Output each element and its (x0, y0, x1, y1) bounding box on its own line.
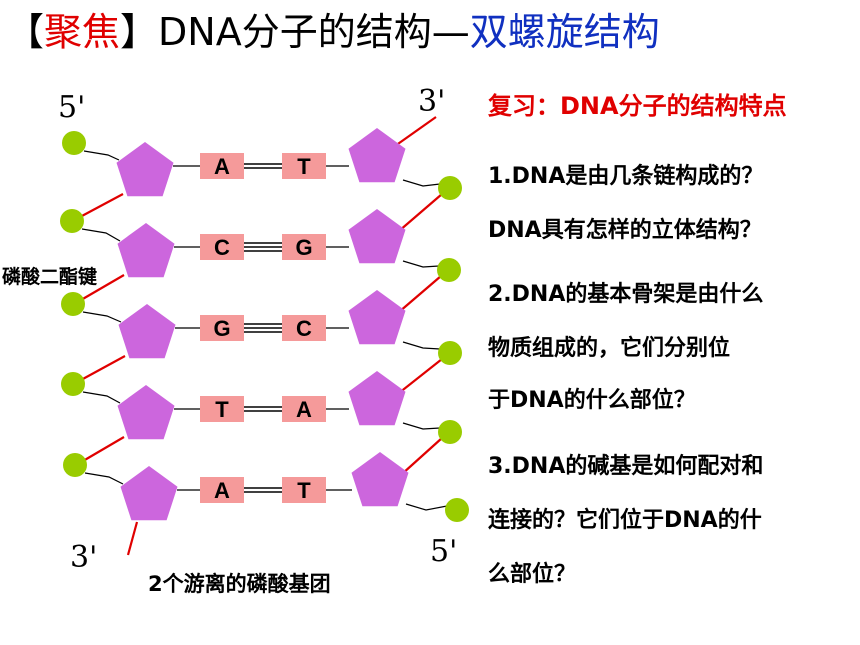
title-focus: 聚焦 (44, 10, 121, 54)
base-box-left (200, 315, 244, 341)
phosphate-sugar-link-right (402, 422, 441, 430)
base-box-right (282, 153, 326, 179)
base-box-left (200, 153, 244, 179)
phosphate-sugar-link-left (82, 311, 122, 323)
review-line-1: 1.DNA是由几条链构成的？ (488, 164, 764, 189)
free-end-bond-right-top (394, 116, 437, 147)
base-box-right (282, 477, 326, 503)
phosphate-sugar-link-right (402, 179, 441, 187)
phosphodiester-bond-label: 磷酸二酯键 (2, 266, 98, 288)
phosphodiester-bond-left (80, 355, 126, 381)
phosphate-group-right (445, 498, 469, 522)
phosphate-sugar-link-right (402, 341, 441, 350)
phosphate-group-left (62, 131, 86, 155)
deoxyribose-right (348, 128, 406, 183)
end-label-right-bottom: 5' (430, 534, 458, 569)
phosphate-group-right (438, 176, 462, 200)
phosphodiester-bond-right (398, 193, 443, 232)
base-box-left (200, 396, 244, 422)
deoxyribose-right (348, 290, 406, 345)
base-box-left (200, 234, 244, 260)
base-letter-right: G (295, 235, 312, 260)
deoxyribose-left (120, 466, 178, 521)
review-line-5: 于DNA的什么部位？ (488, 388, 696, 413)
phosphate-sugar-link-left (83, 150, 120, 161)
slide-title: 【聚焦】DNA分子的结构—双螺旋结构 (6, 6, 660, 58)
title-close-bracket: 】 (120, 10, 159, 54)
base-letter-left: A (214, 154, 230, 179)
review-title: 复习：DNA分子的结构特点 (488, 92, 787, 120)
review-line-6: 3.DNA的碱基是如何配对和 (488, 454, 764, 479)
phosphodiester-bond-right (401, 437, 443, 475)
phosphate-sugar-link-right (405, 503, 448, 511)
end-label-left-bottom: 3' (70, 540, 98, 575)
base-letter-left: C (214, 235, 230, 260)
free-end-bond-left-bottom (126, 521, 139, 556)
review-line-8: 么部位？ (488, 562, 577, 587)
phosphate-group-left (61, 292, 85, 316)
phosphate-sugar-link-left (82, 391, 121, 404)
phosphodiester-bond-left (80, 274, 125, 301)
base-letter-left: A (214, 478, 230, 503)
base-box-right (282, 396, 326, 422)
review-line-7: 连接的？它们位于DNA的什 (488, 508, 762, 533)
phosphate-group-left (61, 372, 85, 396)
review-line-3: 2.DNA的基本骨架是由什么 (488, 282, 764, 307)
deoxyribose-left (116, 142, 174, 197)
deoxyribose-left (117, 385, 175, 440)
phosphate-sugar-link-left (81, 228, 121, 242)
deoxyribose-left (118, 304, 176, 359)
base-letter-right: A (296, 397, 312, 422)
phosphate-group-left (60, 209, 84, 233)
free-phosphate-label: 2个游离的磷酸基团 (148, 572, 331, 596)
base-letter-left: T (215, 397, 229, 422)
phosphate-group-left (63, 453, 87, 477)
phosphate-group-right (438, 341, 462, 365)
phosphodiester-bond-left (82, 436, 125, 462)
deoxyribose-right (348, 209, 406, 264)
review-line-4: 物质组成的，它们分别位 (488, 336, 731, 361)
phosphate-group-right (437, 258, 461, 282)
review-line-2: DNA具有怎样的立体结构？ (488, 218, 762, 243)
base-box-left (200, 477, 244, 503)
deoxyribose-left (117, 223, 175, 278)
title-sub: 双螺旋结构 (469, 10, 660, 54)
title-main: DNA分子的结构— (158, 10, 470, 54)
phosphodiester-bond-right (398, 275, 442, 313)
title-open-bracket: 【 (6, 10, 45, 54)
base-box-right (282, 234, 326, 260)
base-letter-left: G (213, 316, 230, 341)
end-label-right-top: 3' (418, 84, 446, 119)
phosphate-sugar-link-right (402, 260, 440, 268)
phosphodiester-bond-left (79, 193, 124, 218)
deoxyribose-right (351, 452, 409, 507)
phosphate-group-right (438, 420, 462, 444)
base-letter-right: T (297, 478, 311, 503)
base-box-right (282, 315, 326, 341)
end-label-left-top: 5' (58, 90, 86, 125)
phosphodiester-bond-right (398, 358, 443, 394)
deoxyribose-right (348, 371, 406, 426)
base-letter-right: C (296, 316, 312, 341)
base-letter-right: T (297, 154, 311, 179)
phosphate-sugar-link-left (84, 472, 124, 485)
